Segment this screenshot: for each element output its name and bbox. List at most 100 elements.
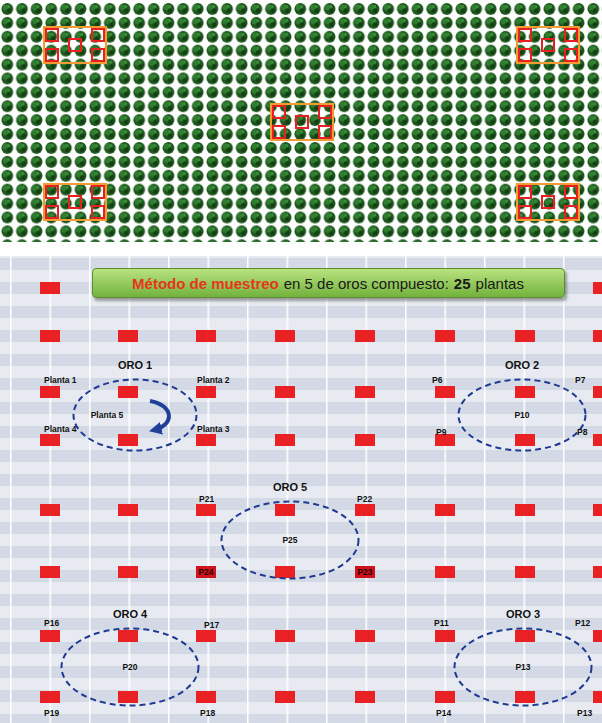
- plant-label: P13: [577, 708, 592, 718]
- plant-label: P12: [575, 618, 590, 628]
- plant-label: P21: [199, 494, 214, 504]
- plant-marker: [40, 566, 60, 578]
- sampled-plant: [69, 39, 81, 51]
- plant-marker: [118, 330, 138, 342]
- plant-marker: [355, 434, 375, 446]
- sampled-plant: [296, 116, 308, 128]
- plant-marker: [196, 504, 216, 516]
- plant-marker: [593, 504, 602, 516]
- group-frame: [44, 184, 106, 220]
- sampled-plant: [92, 206, 104, 218]
- plant-label: P18: [200, 708, 215, 718]
- group-frame: [517, 27, 579, 63]
- plant-marker: [275, 630, 295, 642]
- plant-marker: [275, 330, 295, 342]
- plant-marker: [435, 504, 455, 516]
- circle-heading: ORO 2: [505, 359, 539, 372]
- circle-heading: ORO 1: [118, 359, 152, 372]
- plant-marker: [40, 282, 60, 294]
- plant-marker: [355, 330, 375, 342]
- sampled-plant: [46, 29, 58, 41]
- plant-label: Planta 5: [91, 410, 124, 420]
- plant-label: P19: [44, 708, 59, 718]
- plant-marker: [196, 330, 216, 342]
- dashed-ellipse: [459, 380, 586, 451]
- sampling-circle: ORO 1 Planta 5: [72, 356, 198, 452]
- sampled-plant: [69, 196, 81, 208]
- plant-marker: [275, 504, 295, 516]
- sampling-circle: ORO 3P13: [453, 605, 593, 707]
- circle-heading: ORO 5: [273, 481, 307, 494]
- plant-marker: [593, 434, 602, 446]
- title-text: 25: [454, 275, 471, 292]
- plant-marker: [355, 504, 375, 516]
- sampled-plant: [46, 186, 58, 198]
- plant-marker: [118, 566, 138, 578]
- sampled-plant: [92, 49, 104, 61]
- plant-marker: [118, 386, 138, 398]
- sample-group: [517, 27, 579, 63]
- group-frame: [271, 104, 333, 140]
- sampled-plant: [519, 29, 531, 41]
- plant-marker: [118, 434, 138, 446]
- plant-marker: [593, 566, 602, 578]
- dashed-ellipse: [74, 380, 197, 451]
- title-text: en 5 de oros compuesto:: [284, 275, 449, 292]
- sample-group: [44, 184, 106, 220]
- group-frame: [517, 184, 579, 220]
- plant-marker: [275, 691, 295, 703]
- plant-label: P22: [357, 494, 372, 504]
- plant-label: Planta 2: [197, 375, 230, 385]
- plant-marker: [118, 691, 138, 703]
- plant-marker: [515, 504, 535, 516]
- plant-marker: [435, 691, 455, 703]
- sampled-plant: [519, 49, 531, 61]
- plant-label: P23: [357, 567, 372, 577]
- sample-groups: [44, 27, 579, 220]
- plant-markers: [40, 282, 602, 703]
- sampled-plant: [46, 49, 58, 61]
- plant-marker: [515, 566, 535, 578]
- plant-marker: [275, 386, 295, 398]
- plant-label: P7: [575, 375, 585, 385]
- group-frame: [44, 27, 106, 63]
- sampled-plant: [273, 106, 285, 118]
- crop-field: [0, 2, 602, 242]
- plant-marker: [40, 504, 60, 516]
- plant-marker: [515, 434, 535, 446]
- plant-marker: [355, 386, 375, 398]
- plant-label: Planta 4: [44, 424, 77, 434]
- sampled-plant: [565, 49, 577, 61]
- sampled-plant: [92, 29, 104, 41]
- plant-marker: [40, 386, 60, 398]
- dashed-ellipse: [62, 629, 199, 706]
- plant-marker: [593, 386, 602, 398]
- sample-group: [271, 104, 333, 140]
- dashed-ellipse: [222, 502, 359, 579]
- plant-marker: [196, 691, 216, 703]
- plant-label: Planta 3: [197, 424, 230, 434]
- circle-heading: ORO 3: [506, 608, 540, 621]
- title-text: plantas: [476, 275, 524, 292]
- sampled-plant: [519, 206, 531, 218]
- sampled-plant: [519, 186, 531, 198]
- plant-label: P17: [204, 620, 219, 630]
- plant-marker: [196, 434, 216, 446]
- plant-marker: [593, 630, 602, 642]
- plant-label: P11: [434, 618, 449, 628]
- plant-label: P20: [122, 662, 137, 672]
- plant-label: P6: [432, 375, 442, 385]
- sampled-plant: [565, 206, 577, 218]
- sampling-circle: ORO 4P20: [60, 605, 200, 707]
- plant-marker: [355, 691, 375, 703]
- plant-label: Planta 1: [44, 375, 77, 385]
- plant-marker: [515, 330, 535, 342]
- title-text: Método de muestreo: [132, 275, 279, 292]
- plant-label: P9: [436, 427, 446, 437]
- sampling-circle: ORO 5P25: [220, 478, 360, 580]
- sampled-plant: [565, 29, 577, 41]
- plant-marker: [40, 434, 60, 446]
- dashed-ellipse: [455, 629, 592, 706]
